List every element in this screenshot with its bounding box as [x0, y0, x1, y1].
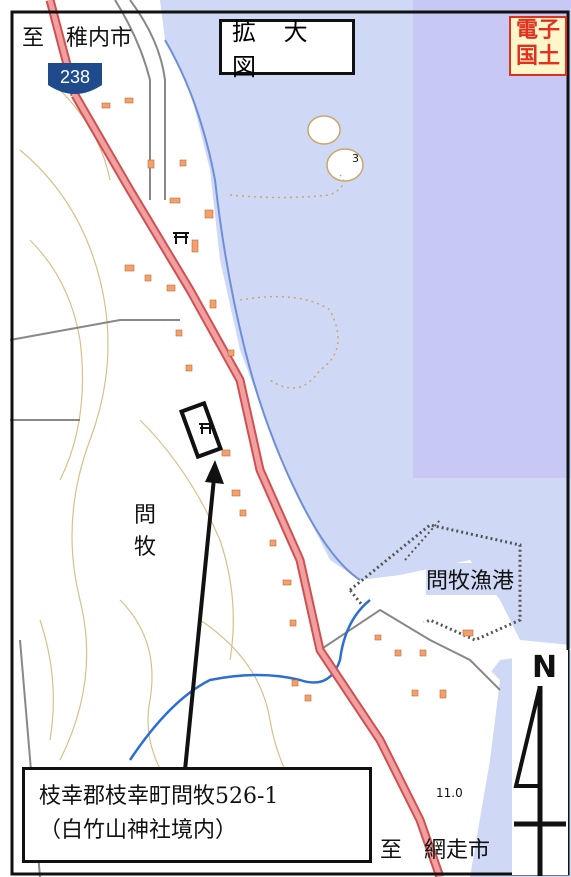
address-box: 枝幸郡枝幸町問牧526-1 （白竹山神社境内） [22, 767, 372, 863]
reef-line-2 [239, 295, 339, 389]
shrine-symbols [173, 232, 213, 434]
area-char-1: 問 [134, 503, 157, 528]
dest-north-label: 至 稚内市 [22, 26, 133, 51]
elevation-label: 11.0 [436, 786, 463, 800]
spot-height-label: 3 [352, 152, 359, 165]
route-number: 238 [59, 67, 91, 87]
pointer-arrow [183, 467, 217, 771]
river [128, 599, 371, 761]
north-arrow: N [512, 650, 568, 876]
gsi-badge: 電子 国土 [509, 16, 567, 76]
badge-line-1: 電子 [515, 18, 560, 43]
north-arrow-icon [513, 686, 566, 876]
address-line-2: （白竹山神社境内） [39, 818, 238, 843]
route-shield: 238 [44, 59, 106, 101]
dest-south-label: 至 網走市 [380, 838, 491, 863]
location-marker [178, 400, 224, 460]
badge-line-2: 国土 [515, 44, 560, 69]
north-label: N [532, 650, 558, 685]
contours [19, 89, 321, 821]
address-line-1: 枝幸郡枝幸町問牧526-1 [39, 784, 279, 809]
reef-line-1 [229, 174, 345, 199]
map-title: 拡 大 図 [219, 18, 355, 81]
buildings [101, 97, 474, 702]
coastline [164, 39, 361, 581]
area-char-2: 牧 [134, 535, 157, 560]
route-shield-icon [48, 63, 102, 94]
harbor-label: 問牧漁港 [426, 563, 515, 595]
rock-2 [326, 148, 364, 182]
rock-1 [307, 115, 341, 145]
offshore-zone [413, 0, 571, 478]
